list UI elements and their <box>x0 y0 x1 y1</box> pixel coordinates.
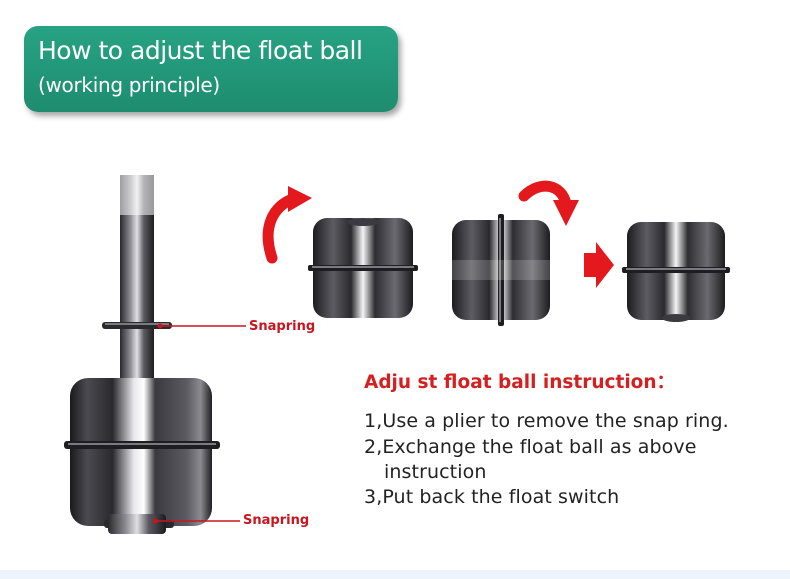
instruction-step-1: 1,Use a plier to remove the snap ring. <box>364 410 729 432</box>
lower-snapring <box>108 514 166 534</box>
instruction-step-2: 2,Exchange the float ball as above <box>364 436 697 458</box>
curved-arrow-up-right-icon <box>262 186 312 264</box>
float-ball-step2 <box>452 214 550 326</box>
curved-arrow-down-right-icon <box>518 180 579 226</box>
float-ball-step3 <box>622 222 730 322</box>
main-float-ball <box>70 378 212 526</box>
instruction-title: Adju st float ball instruction： <box>364 372 676 393</box>
snapring-lower-label: Snapring <box>243 513 310 528</box>
arrow-right-icon <box>584 242 614 288</box>
instruction-step-3: 3,Put back the float switch <box>364 486 620 508</box>
page-subtitle: (working principle) <box>38 73 220 97</box>
float-switch-assembly <box>64 175 220 534</box>
title-banner: How to adjust the float ball (working pr… <box>24 26 398 112</box>
instruction-step-2-cont: instruction <box>384 461 487 483</box>
float-ball-step1 <box>308 218 418 318</box>
page-title: How to adjust the float ball <box>38 36 363 65</box>
snapring-upper-label: Snapring <box>249 319 316 334</box>
footer-strip <box>0 570 790 579</box>
